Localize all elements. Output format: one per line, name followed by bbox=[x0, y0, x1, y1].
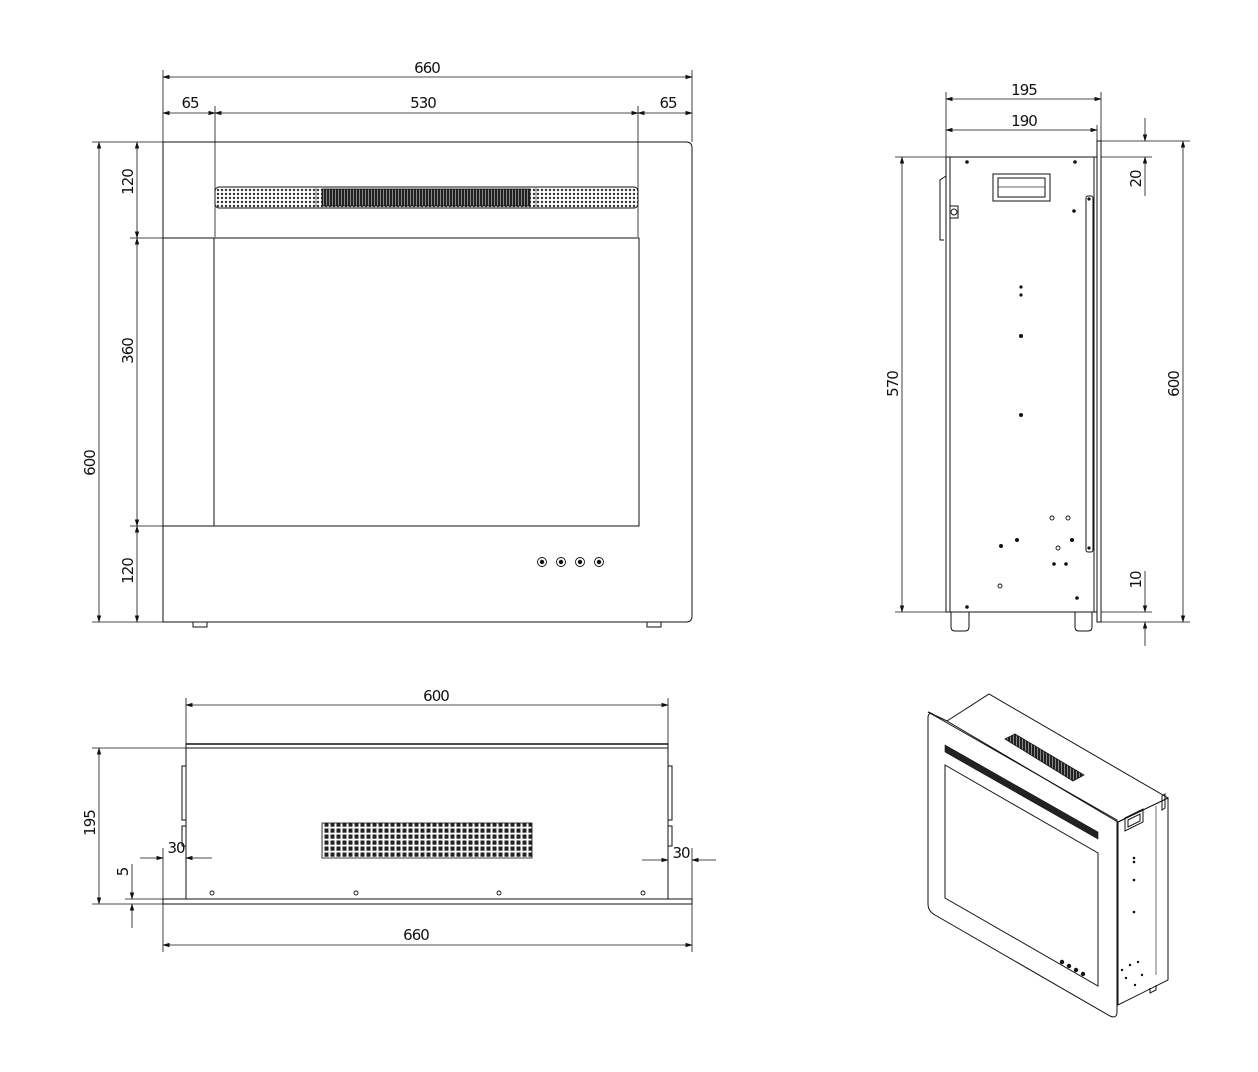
dim-side-bottom-flange: 10 bbox=[1127, 571, 1145, 589]
dim-top-body-width: 600 bbox=[423, 687, 449, 705]
dim-front-window-height: 360 bbox=[119, 338, 137, 364]
fireplace-isometric-icon bbox=[927, 693, 1170, 1018]
dim-front-right-margin: 65 bbox=[659, 94, 677, 112]
dim-front-overall-width: 660 bbox=[414, 59, 440, 77]
dim-top-right-inset: 30 bbox=[672, 844, 690, 862]
front-foot-left bbox=[192, 621, 208, 628]
dim-side-top-flange: 20 bbox=[1127, 170, 1145, 188]
control-button-icon bbox=[537, 557, 604, 567]
side-foot-front bbox=[1074, 612, 1093, 632]
rating-label-icon bbox=[992, 173, 1051, 202]
dim-front-grille-width: 530 bbox=[410, 94, 436, 112]
dim-top-left-inset: 30 bbox=[167, 839, 185, 857]
dim-side-body-height: 570 bbox=[884, 371, 902, 397]
front-outer-frame bbox=[162, 141, 693, 623]
top-front-flange bbox=[162, 898, 693, 905]
top-body bbox=[185, 743, 669, 900]
vent-grid-icon bbox=[321, 822, 533, 859]
grille-vent-icon bbox=[214, 186, 639, 209]
dim-front-top-band: 120 bbox=[119, 169, 137, 195]
side-holes bbox=[965, 160, 1079, 609]
dim-front-bottom-band: 120 bbox=[119, 558, 137, 584]
dim-front-left-margin: 65 bbox=[181, 94, 199, 112]
front-foot-right bbox=[646, 621, 662, 628]
side-view: 195 190 570 600 20 10 bbox=[884, 81, 1190, 646]
mounting-bracket-icon bbox=[939, 175, 959, 241]
side-rail bbox=[1085, 195, 1094, 553]
dim-top-flange-thickness: 5 bbox=[114, 867, 132, 876]
dim-side-overall-height: 600 bbox=[1165, 371, 1183, 397]
dim-side-depth-body: 190 bbox=[1011, 112, 1037, 130]
top-view: 600 195 30 30 5 660 bbox=[81, 687, 716, 952]
dim-top-depth: 195 bbox=[81, 810, 99, 836]
dim-front-overall-height: 600 bbox=[81, 450, 99, 476]
front-window bbox=[162, 237, 640, 527]
side-body bbox=[945, 156, 1095, 613]
side-front-flange bbox=[1096, 140, 1102, 623]
dim-side-depth-outer: 195 bbox=[1011, 81, 1037, 99]
front-view: 660 65 530 65 600 120 360 120 bbox=[81, 59, 693, 628]
side-foot-rear bbox=[950, 612, 970, 632]
dim-top-overall-width: 660 bbox=[403, 926, 429, 944]
